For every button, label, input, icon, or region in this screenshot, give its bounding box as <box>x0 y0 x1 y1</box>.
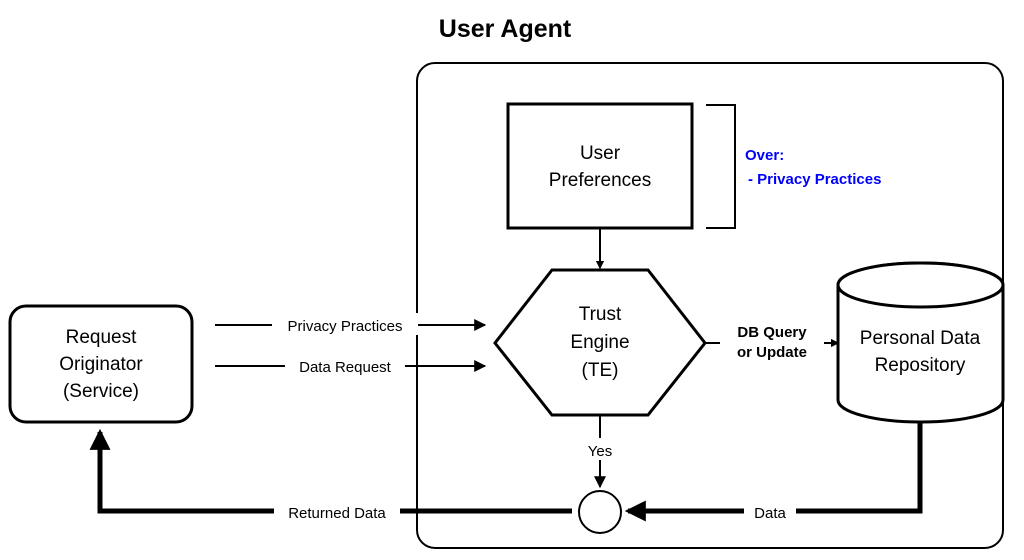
edge-data-path <box>624 422 923 522</box>
personal-data-repository-cylinder[interactable] <box>836 261 1005 424</box>
page-title: User Agent <box>439 15 572 43</box>
edge-privacy-practices-label-bg <box>272 313 418 335</box>
user-preferences-label-line1: User <box>580 143 621 164</box>
edge-data-request-label-bg <box>285 354 405 376</box>
edge-db-query-label-bg <box>720 320 824 368</box>
request-originator-label-line1: Request <box>66 327 137 348</box>
trust-engine-label-line1: Trust <box>579 304 622 325</box>
edge-db-query-label-line1: DB Query <box>737 324 807 341</box>
edge-privacy-practices-label: Privacy Practices <box>287 318 402 335</box>
edge-returned-data-label: Returned Data <box>288 505 386 522</box>
user-preferences-box[interactable] <box>506 102 694 230</box>
request-originator-box[interactable] <box>8 304 194 424</box>
personal-data-repository-label-line2: Repository <box>875 355 966 376</box>
annotation-line2: - Privacy Practices <box>748 171 881 188</box>
junction-node[interactable] <box>578 490 622 534</box>
request-originator-label-line2: Originator <box>59 354 143 375</box>
personal-data-repository-label-line1: Personal Data <box>860 328 981 349</box>
trust-engine-hexagon[interactable] <box>493 268 707 417</box>
edge-data-label-bg <box>744 500 796 522</box>
edge-data-request-label: Data Request <box>299 359 392 376</box>
trust-engine-label-line3: (TE) <box>582 360 619 381</box>
annotation-bracket <box>706 104 736 229</box>
edge-db-query-label-line2: or Update <box>737 344 807 361</box>
request-originator-label-line3: (Service) <box>63 381 139 402</box>
edge-data-label: Data <box>754 505 786 522</box>
edge-returned-data-label-bg <box>274 500 400 522</box>
edge-yes-label: Yes <box>588 443 612 460</box>
annotation-line1: Over: <box>745 147 784 164</box>
edge-returned-data-path <box>89 428 572 514</box>
edge-yes-label-bg <box>578 438 624 460</box>
trust-engine-label-line2: Engine <box>570 332 629 353</box>
user-preferences-label-line2: Preferences <box>549 170 651 191</box>
